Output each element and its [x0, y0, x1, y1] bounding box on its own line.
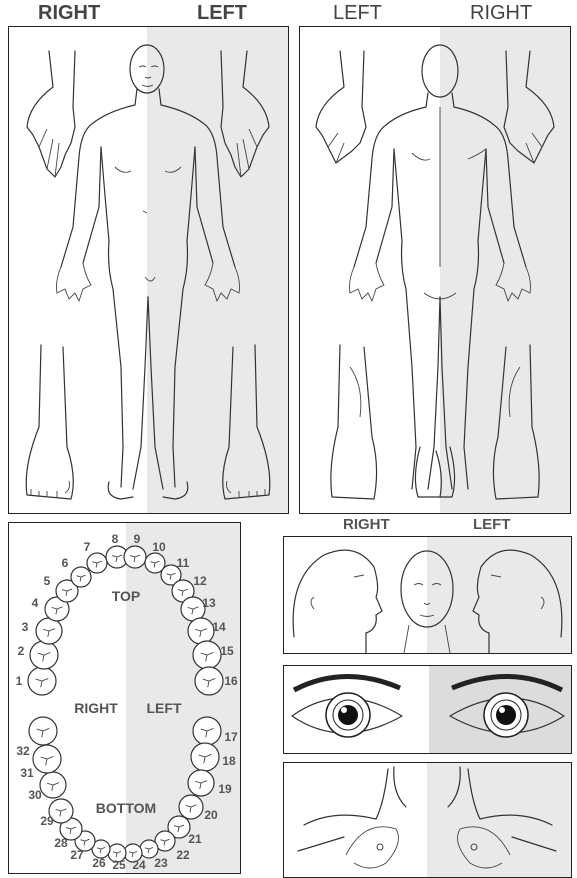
tooth-number-15: 15	[220, 644, 234, 658]
right-eye-icon	[292, 676, 402, 737]
tooth-number-2: 2	[18, 644, 25, 658]
tooth-number-17: 17	[224, 730, 238, 744]
front-left-header: LEFT	[197, 2, 247, 25]
tooth-number-16: 16	[224, 674, 238, 688]
tooth-number-19: 19	[218, 782, 232, 796]
back-body-panel[interactable]	[299, 26, 571, 514]
tooth-number-25: 25	[112, 858, 126, 872]
tooth-number-23: 23	[154, 856, 168, 870]
chest-figure	[284, 763, 571, 877]
tooth-number-24: 24	[132, 858, 146, 872]
tooth-number-27: 27	[70, 848, 84, 862]
teeth-chart: 1234567891011121314151617181920212223242…	[9, 523, 240, 873]
tooth-number-4: 4	[32, 596, 39, 610]
left-eye-icon	[450, 676, 564, 737]
eyes-figures	[284, 666, 571, 753]
back-right-header: RIGHT	[470, 2, 532, 25]
tooth-number-32: 32	[16, 744, 30, 758]
chest-panel[interactable]	[283, 762, 572, 878]
tooth-number-28: 28	[54, 836, 68, 850]
head-figures	[284, 537, 571, 653]
tooth-number-22: 22	[176, 848, 190, 862]
front-body-panel[interactable]	[8, 26, 289, 514]
tooth-number-3: 3	[22, 620, 29, 634]
head-right-header: RIGHT	[343, 516, 390, 533]
head-left-header: LEFT	[473, 516, 511, 533]
teeth-right-label: RIGHT	[74, 700, 118, 716]
tooth-number-29: 29	[40, 814, 54, 828]
front-body-figure	[9, 27, 288, 513]
teeth-panel[interactable]: 1234567891011121314151617181920212223242…	[8, 522, 241, 874]
tooth-number-12: 12	[193, 574, 207, 588]
tooth-number-1: 1	[16, 674, 23, 688]
tooth-number-7: 7	[84, 540, 91, 554]
tooth-number-21: 21	[188, 832, 202, 846]
back-left-header: LEFT	[333, 2, 382, 25]
tooth-number-10: 10	[152, 540, 166, 554]
back-body-figure	[300, 27, 570, 513]
eyes-panel[interactable]	[283, 665, 572, 754]
tooth-number-20: 20	[204, 808, 218, 822]
tooth-number-26: 26	[92, 856, 106, 870]
tooth-number-5: 5	[44, 574, 51, 588]
tooth-number-14: 14	[212, 620, 226, 634]
tooth-number-31: 31	[20, 766, 34, 780]
front-right-header: RIGHT	[38, 2, 100, 25]
tooth-number-11: 11	[177, 556, 190, 570]
tooth-number-13: 13	[202, 596, 216, 610]
head-panel[interactable]	[283, 536, 572, 654]
teeth-top-label: TOP	[112, 588, 141, 604]
tooth-number-30: 30	[28, 788, 42, 802]
tooth-number-8: 8	[112, 532, 119, 546]
tooth-number-6: 6	[62, 556, 69, 570]
tooth-number-9: 9	[134, 532, 141, 546]
tooth-number-18: 18	[222, 754, 236, 768]
teeth-bottom-label: BOTTOM	[96, 800, 156, 816]
teeth-left-label: LEFT	[147, 700, 182, 716]
